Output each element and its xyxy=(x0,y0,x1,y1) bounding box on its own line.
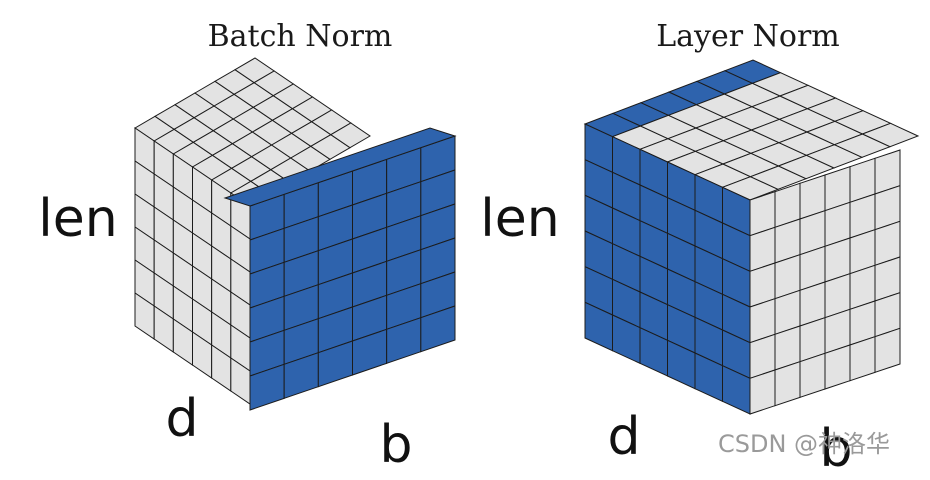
watermark-text: CSDN @神洛华 xyxy=(718,430,890,458)
b-axis-label: b xyxy=(379,415,412,475)
cube-right-cell xyxy=(799,352,826,399)
cube-right-cell xyxy=(749,369,776,415)
layer-norm-cube xyxy=(583,59,920,415)
batch-norm-panel: Batch Norm len d b xyxy=(38,19,457,475)
b-axis-label: b xyxy=(819,419,852,479)
cube-top-highlight-cell xyxy=(223,127,457,207)
cube-right-cell xyxy=(849,335,876,382)
cube-top-cell xyxy=(329,122,371,149)
cube-right-cell xyxy=(774,360,801,407)
cube-front-highlight-cell xyxy=(420,305,456,353)
cube-top-cell xyxy=(861,122,920,148)
d-axis-label: d xyxy=(165,389,198,449)
d-axis-label: d xyxy=(607,407,640,467)
cube-right-cell xyxy=(824,344,851,390)
panel-title: Batch Norm xyxy=(208,19,393,54)
layer-norm-panel: Layer Norm len d b xyxy=(480,19,920,479)
cube-right-cell xyxy=(874,327,901,374)
panel-title: Layer Norm xyxy=(656,19,840,54)
batch-norm-cube xyxy=(134,57,457,411)
len-axis-label: len xyxy=(38,189,117,249)
len-axis-label: len xyxy=(480,189,559,249)
